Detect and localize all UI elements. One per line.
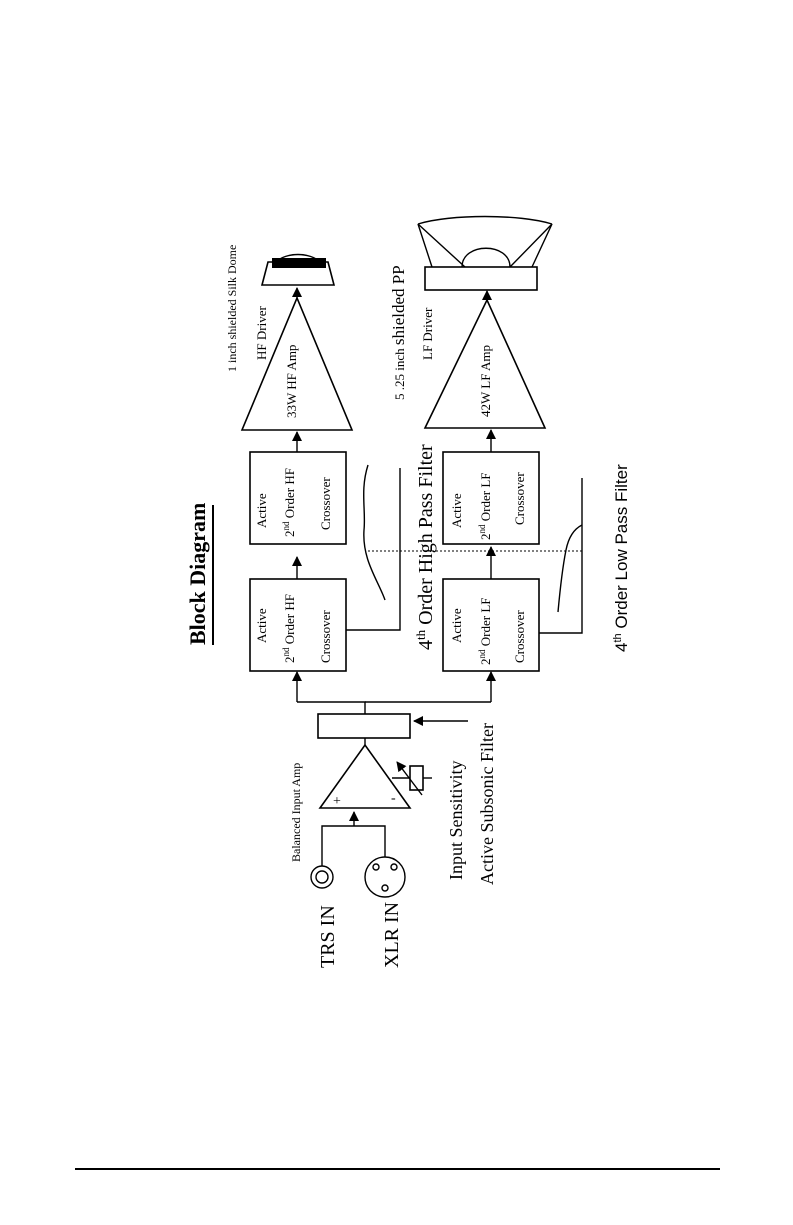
input-amp-label: Balanced Input Amp: [289, 763, 303, 862]
svg-text:2nd Order HF: 2nd Order HF: [281, 468, 297, 537]
svg-text:Active: Active: [449, 493, 464, 528]
hf-crossover-1: Active 2nd Order HF Crossover: [249, 578, 347, 672]
lf-filter-response-curve: [539, 478, 583, 634]
high-pass-filter-label: 4th Order High Pass Filter: [413, 444, 437, 650]
woofer-speaker-icon: [417, 215, 553, 291]
lf-crossover-2: Active 2nd Order LF Crossover: [442, 451, 540, 545]
dome-tweeter-icon: [260, 253, 336, 286]
svg-text:Active: Active: [254, 493, 269, 528]
input-wiring: [321, 811, 386, 866]
amp-plus-sign: +: [333, 794, 341, 809]
svg-text:Active: Active: [449, 608, 464, 643]
hf-driver-type-label: HF Driver: [254, 306, 269, 360]
hf-driver-desc-label: 1 inch shielded Silk Dome: [225, 245, 239, 372]
split-wiring: [292, 671, 496, 714]
hf-filter-response-curve: [346, 464, 401, 631]
lf-driver-type-label: LF Driver: [420, 307, 435, 360]
title-group: Block Diagram: [185, 503, 214, 645]
low-pass-filter-label: 4th Order Low Pass Filter: [612, 464, 631, 652]
svg-text:Active: Active: [254, 608, 269, 643]
footer-rule: [75, 1168, 720, 1170]
svg-text:2nd Order LF: 2nd Order LF: [477, 598, 493, 666]
hf-amp-label: 33W HF Amp: [284, 345, 299, 418]
svg-text:Crossover: Crossover: [512, 610, 527, 663]
hf-amp: 33W HF Amp: [240, 295, 354, 431]
balanced-input-amp: + -: [318, 743, 412, 809]
svg-text:Crossover: Crossover: [318, 610, 333, 663]
lf-amp: 42W LF Amp: [423, 298, 547, 429]
lf-driver-desc-label: 5 .25 inch shielded PP: [389, 265, 408, 400]
svg-text:2nd Order HF: 2nd Order HF: [281, 594, 297, 663]
svg-text:2nd Order LF: 2nd Order LF: [477, 473, 493, 541]
lf-crossover-1: Active 2nd Order LF Crossover: [442, 578, 540, 672]
amp-minus-sign: -: [391, 791, 396, 806]
lf-amp-label: 42W LF Amp: [478, 345, 493, 417]
subsonic-filter-box: [317, 713, 411, 739]
svg-text:Crossover: Crossover: [318, 477, 333, 530]
trs-jack-icon: [310, 865, 334, 889]
xlr-connector-icon: [364, 856, 406, 898]
xlr-in-label: XLR IN: [381, 902, 403, 968]
hf-crossover-2: Active 2nd Order HF Crossover: [249, 451, 347, 545]
trs-in-label: TRS IN: [317, 905, 339, 968]
subsonic-filter-label: Active Subsonic Filter: [477, 723, 497, 885]
diagram-title: Block Diagram: [185, 503, 210, 645]
svg-text:Crossover: Crossover: [512, 472, 527, 525]
sensitivity-pot-icon: [392, 761, 432, 796]
input-sensitivity-label: Input Sensitivity: [446, 760, 466, 880]
